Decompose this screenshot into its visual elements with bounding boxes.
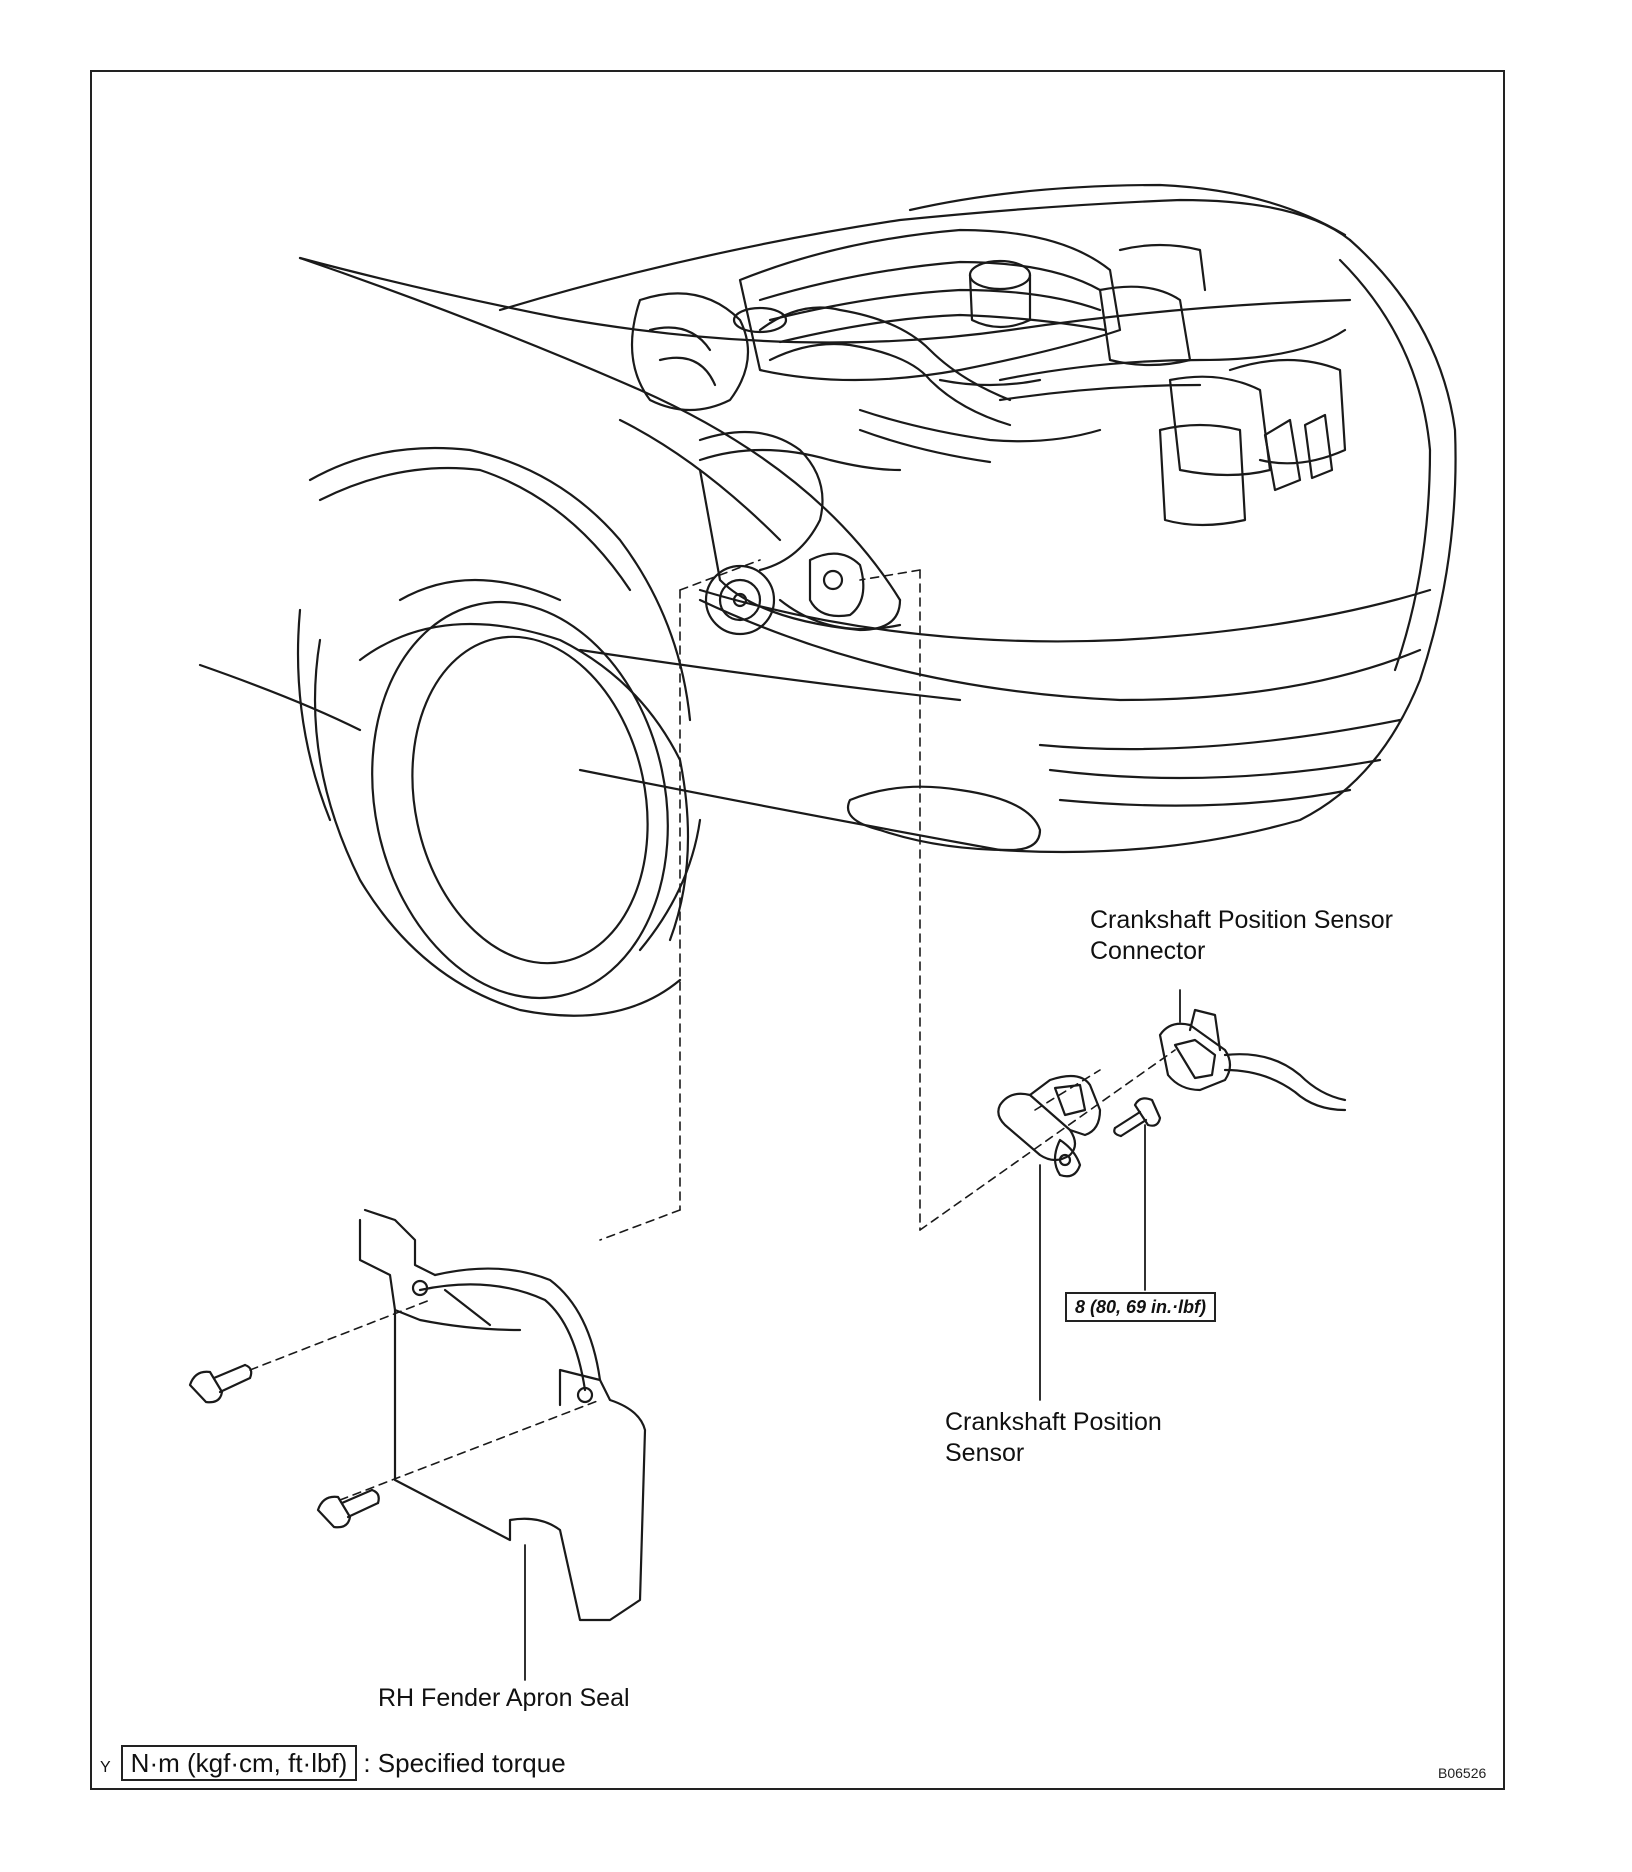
engine-bay	[630, 228, 1207, 572]
front-wheel	[296, 578, 702, 1017]
apron-seal-label: RH Fender Apron Seal	[378, 1684, 630, 1712]
bolt-torque-value: 8 (80, 69 in.·lbf)	[1065, 1292, 1217, 1322]
legend-unit-box: N·m (kgf·cm, ft·lbf)	[120, 1745, 358, 1781]
legend-prefix: Y	[100, 1759, 111, 1776]
sensor-bolt	[1113, 1097, 1162, 1291]
headlight-horn-assembly	[698, 448, 902, 636]
crankshaft-sensor-connector	[1158, 989, 1347, 1112]
apron-seal-bolts	[188, 1363, 380, 1529]
legend-text: : Specified torque	[363, 1748, 566, 1778]
figure-frame	[90, 70, 1505, 1790]
car-body	[198, 183, 1457, 854]
connector-label-line1: Crankshaft Position Sensor	[1090, 906, 1393, 934]
crankshaft-position-sensor	[997, 1074, 1102, 1401]
sensor-label-line2: Sensor	[945, 1439, 1025, 1467]
assembly-leader-lines	[249, 559, 1176, 1501]
sensor-label-line1: Crankshaft Position	[945, 1408, 1162, 1436]
figure-code: B06526	[1438, 1765, 1487, 1781]
connector-label-line2: Connector	[1090, 937, 1206, 965]
torque-legend: Y N·m (kgf·cm, ft·lbf): Specified torque	[100, 1745, 566, 1784]
rh-fender-apron-seal	[358, 1208, 647, 1681]
